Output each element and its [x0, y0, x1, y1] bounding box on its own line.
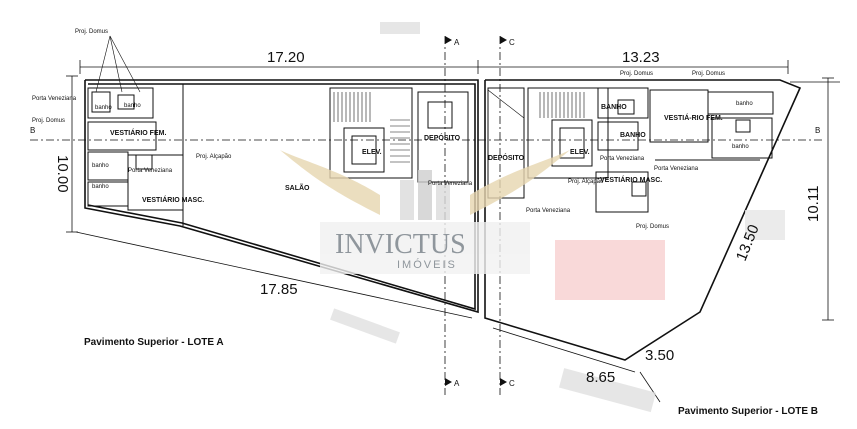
label-banho-a-4: banho	[92, 184, 109, 190]
lot-b-depot-diagonal	[487, 89, 525, 119]
lot-a-rooms	[87, 84, 469, 226]
lot-b-rooms	[487, 87, 774, 213]
section-mark-a-bottom: A	[454, 379, 460, 388]
dim-lot-a-width: 17.20	[267, 49, 305, 66]
watermark-logo	[280, 150, 570, 274]
lot-b-stairs	[539, 92, 585, 118]
label-banho-a-2: banho	[124, 103, 141, 109]
dim-left-height: 10.00	[54, 155, 71, 193]
label-banho-a-3: banho	[92, 163, 109, 169]
section-mark-b-left: B	[30, 126, 35, 135]
label-proj-domus-b-3: Proj. Domus	[636, 224, 669, 230]
section-mark-c-top: C	[509, 38, 515, 47]
overall-dimension-lines	[66, 60, 840, 403]
label-deposito-b: DEPÓSITO	[488, 153, 525, 162]
section-mark-c-bottom: C	[509, 379, 515, 388]
label-banho-b-3: banho	[736, 101, 753, 107]
section-mark-a-top: A	[454, 38, 460, 47]
caption-lote-a: Pavimento Superior - LOTE A	[84, 337, 224, 348]
label-deposito-a: DEPÓSITO	[424, 133, 461, 142]
watermark-sub: IMÓVEIS	[397, 258, 457, 271]
watermark-brand: INVICTUS	[335, 229, 466, 260]
label-proj-domus-b-2: Proj. Domus	[692, 71, 725, 77]
caption-lote-b: Pavimento Superior - LOTE B	[678, 406, 818, 417]
dim-corner: 3.50	[645, 347, 674, 364]
label-porta-veneziana-b: Porta Veneziana	[600, 156, 645, 162]
label-vestiario-fem-b: VESTIÁ-RIO FEM.	[664, 113, 723, 122]
label-proj-domus-b-1: Proj. Domus	[620, 71, 653, 77]
label-porta-veneziana-a-3: Porta Veneziana	[428, 181, 473, 187]
label-elev-a: ELEV.	[362, 149, 382, 156]
label-proj-alcapao-a: Proj. Alçapão	[196, 154, 232, 160]
label-porta-veneziana-b-3: Porta Veneziana	[526, 208, 571, 214]
label-banho-b-4: banho	[732, 144, 749, 150]
dim-lot-b-width: 13.23	[622, 49, 660, 66]
label-porta-veneziana-b-2: Porta Veneziana	[654, 166, 699, 172]
label-proj-domus-a-top: Proj. Domus	[75, 29, 108, 35]
label-proj-domus-a-left: Proj. Domus	[32, 118, 65, 124]
label-salao-a: SALÃO	[285, 183, 310, 192]
label-banho-b-2: BANHO	[620, 132, 646, 139]
label-elev-b: ELEV.	[570, 149, 590, 156]
dim-bottom-a: 17.85	[260, 281, 298, 298]
label-vestiario-fem-a: VESTIÁRIO FEM.	[110, 128, 166, 137]
label-vestiario-masc-b: VESTIÁRIO MASC.	[600, 175, 662, 184]
proj-domus-leaders-a	[95, 35, 141, 93]
dim-right-height: 10.11	[805, 186, 822, 222]
section-arrows	[445, 36, 507, 386]
label-porta-veneziana-a-2: Porta Veneziana	[128, 168, 173, 174]
blurred-stamps	[330, 22, 785, 413]
lot-a-stairs	[333, 92, 410, 163]
label-porta-veneziana-a: Porta Veneziana	[32, 96, 77, 102]
dim-bottom-b: 8.65	[586, 369, 615, 386]
label-banho-b: BANHO	[601, 104, 627, 111]
label-proj-alcapao-b: Proj. Alçapão	[568, 179, 604, 185]
section-mark-b-right: B	[815, 126, 820, 135]
label-banho-a-1: banho	[95, 105, 112, 111]
label-vestiario-masc-a: VESTIÁRIO MASC.	[142, 195, 204, 204]
